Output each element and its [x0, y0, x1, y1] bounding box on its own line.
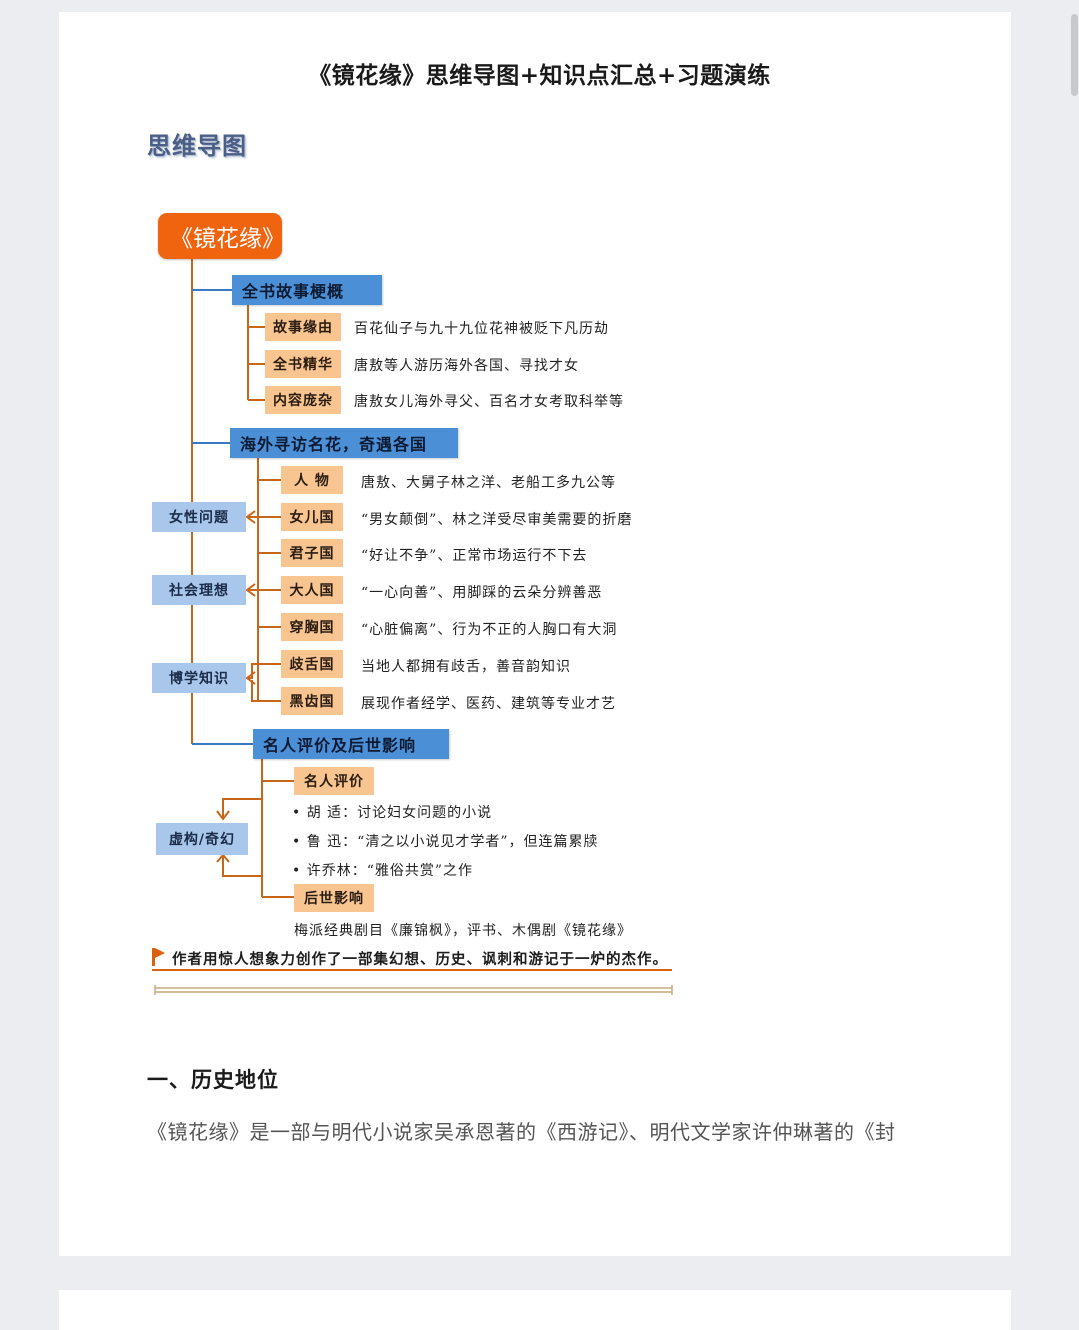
leaf-celebrity-reviews: 名人评价: [294, 767, 374, 795]
desc-content-complex: 唐敖女儿海外寻父、百名才女考取科举等: [354, 394, 624, 410]
side-tag-fiction-fantasy: 虚构/奇幻: [156, 823, 248, 855]
review-lu-xun: 鲁 迅：“清之以小说见才学者”，但连篇累牍: [292, 831, 598, 851]
document-title: 《镜花缘》思维导图+知识点汇总+习题演练: [308, 62, 771, 89]
section-paragraph: 《镜花缘》是一部与明代小说家吴承恩著的《西游记》、明代文学家许仲琳著的《封: [147, 1120, 896, 1144]
branch-reviews-influence: 名人评价及后世影响: [253, 729, 449, 759]
leaf-later-influence: 后世影响: [294, 884, 374, 912]
mindmap-heading: 思维导图: [147, 131, 247, 160]
desc-later-influence: 梅派经典剧目《廉锦枫》，评书、木偶剧《镜花缘》: [294, 923, 632, 939]
leaf-story-origin: 故事缘由: [265, 313, 341, 341]
scrollbar[interactable]: [1071, 14, 1078, 96]
desc-book-essence: 唐敖等人游历海外各国、寻找才女: [354, 358, 579, 374]
desc-giants-country: “一心向善”、用脚踩的云朵分辨善恶: [361, 585, 603, 601]
desc-characters: 唐敖、大舅子林之洋、老船工多九公等: [361, 475, 616, 491]
leaf-giants-country: 大人国: [281, 576, 343, 604]
leaf-characters: 人 物: [281, 466, 343, 494]
review-xu-qiaolin: 许乔林：“雅俗共赏”之作: [292, 860, 473, 880]
desc-womens-country: “男女颠倒”、林之洋受尽审美需要的折磨: [361, 512, 633, 528]
side-tag-social-ideal: 社会理想: [152, 575, 246, 605]
mindmap-root-node: 《镜花缘》: [158, 213, 285, 259]
leaf-pierced-chest-country: 穿胸国: [281, 613, 343, 641]
leaf-gentlemen-country: 君子国: [281, 539, 343, 567]
desc-story-origin: 百花仙子与九十九位花神被贬下凡历劫: [354, 321, 609, 337]
side-tag-womens-issues: 女性问题: [152, 502, 246, 532]
leaf-book-essence: 全书精华: [265, 350, 341, 378]
section-heading-historical-status: 一、历史地位: [147, 1067, 279, 1092]
leaf-womens-country: 女儿国: [281, 503, 343, 531]
branch-story-summary: 全书故事梗概: [232, 275, 382, 305]
desc-gentlemen-country: “好让不争”、正常市场运行不下去: [361, 548, 588, 564]
branch-overseas-journey: 海外寻访名花，奇遇各国: [230, 428, 458, 458]
desc-pierced-chest-country: “心脏偏离”、行为不正的人胸口有大洞: [361, 622, 618, 638]
leaf-content-complex: 内容庞杂: [265, 386, 341, 414]
mindmap-conclusion: 作者用惊人想象力创作了一部集幻想、历史、讽刺和游记于一炉的杰作。: [172, 951, 668, 968]
desc-forked-tongue-country: 当地人都拥有歧舌，善音韵知识: [361, 659, 571, 675]
leaf-forked-tongue-country: 歧舌国: [281, 650, 343, 678]
side-tag-erudition: 博学知识: [152, 663, 246, 693]
review-hu-shi: 胡 适：讨论妇女问题的小说: [292, 802, 492, 822]
leaf-black-teeth-country: 黑齿国: [281, 687, 343, 715]
desc-black-teeth-country: 展现作者经学、医药、建筑等专业才艺: [361, 696, 616, 712]
